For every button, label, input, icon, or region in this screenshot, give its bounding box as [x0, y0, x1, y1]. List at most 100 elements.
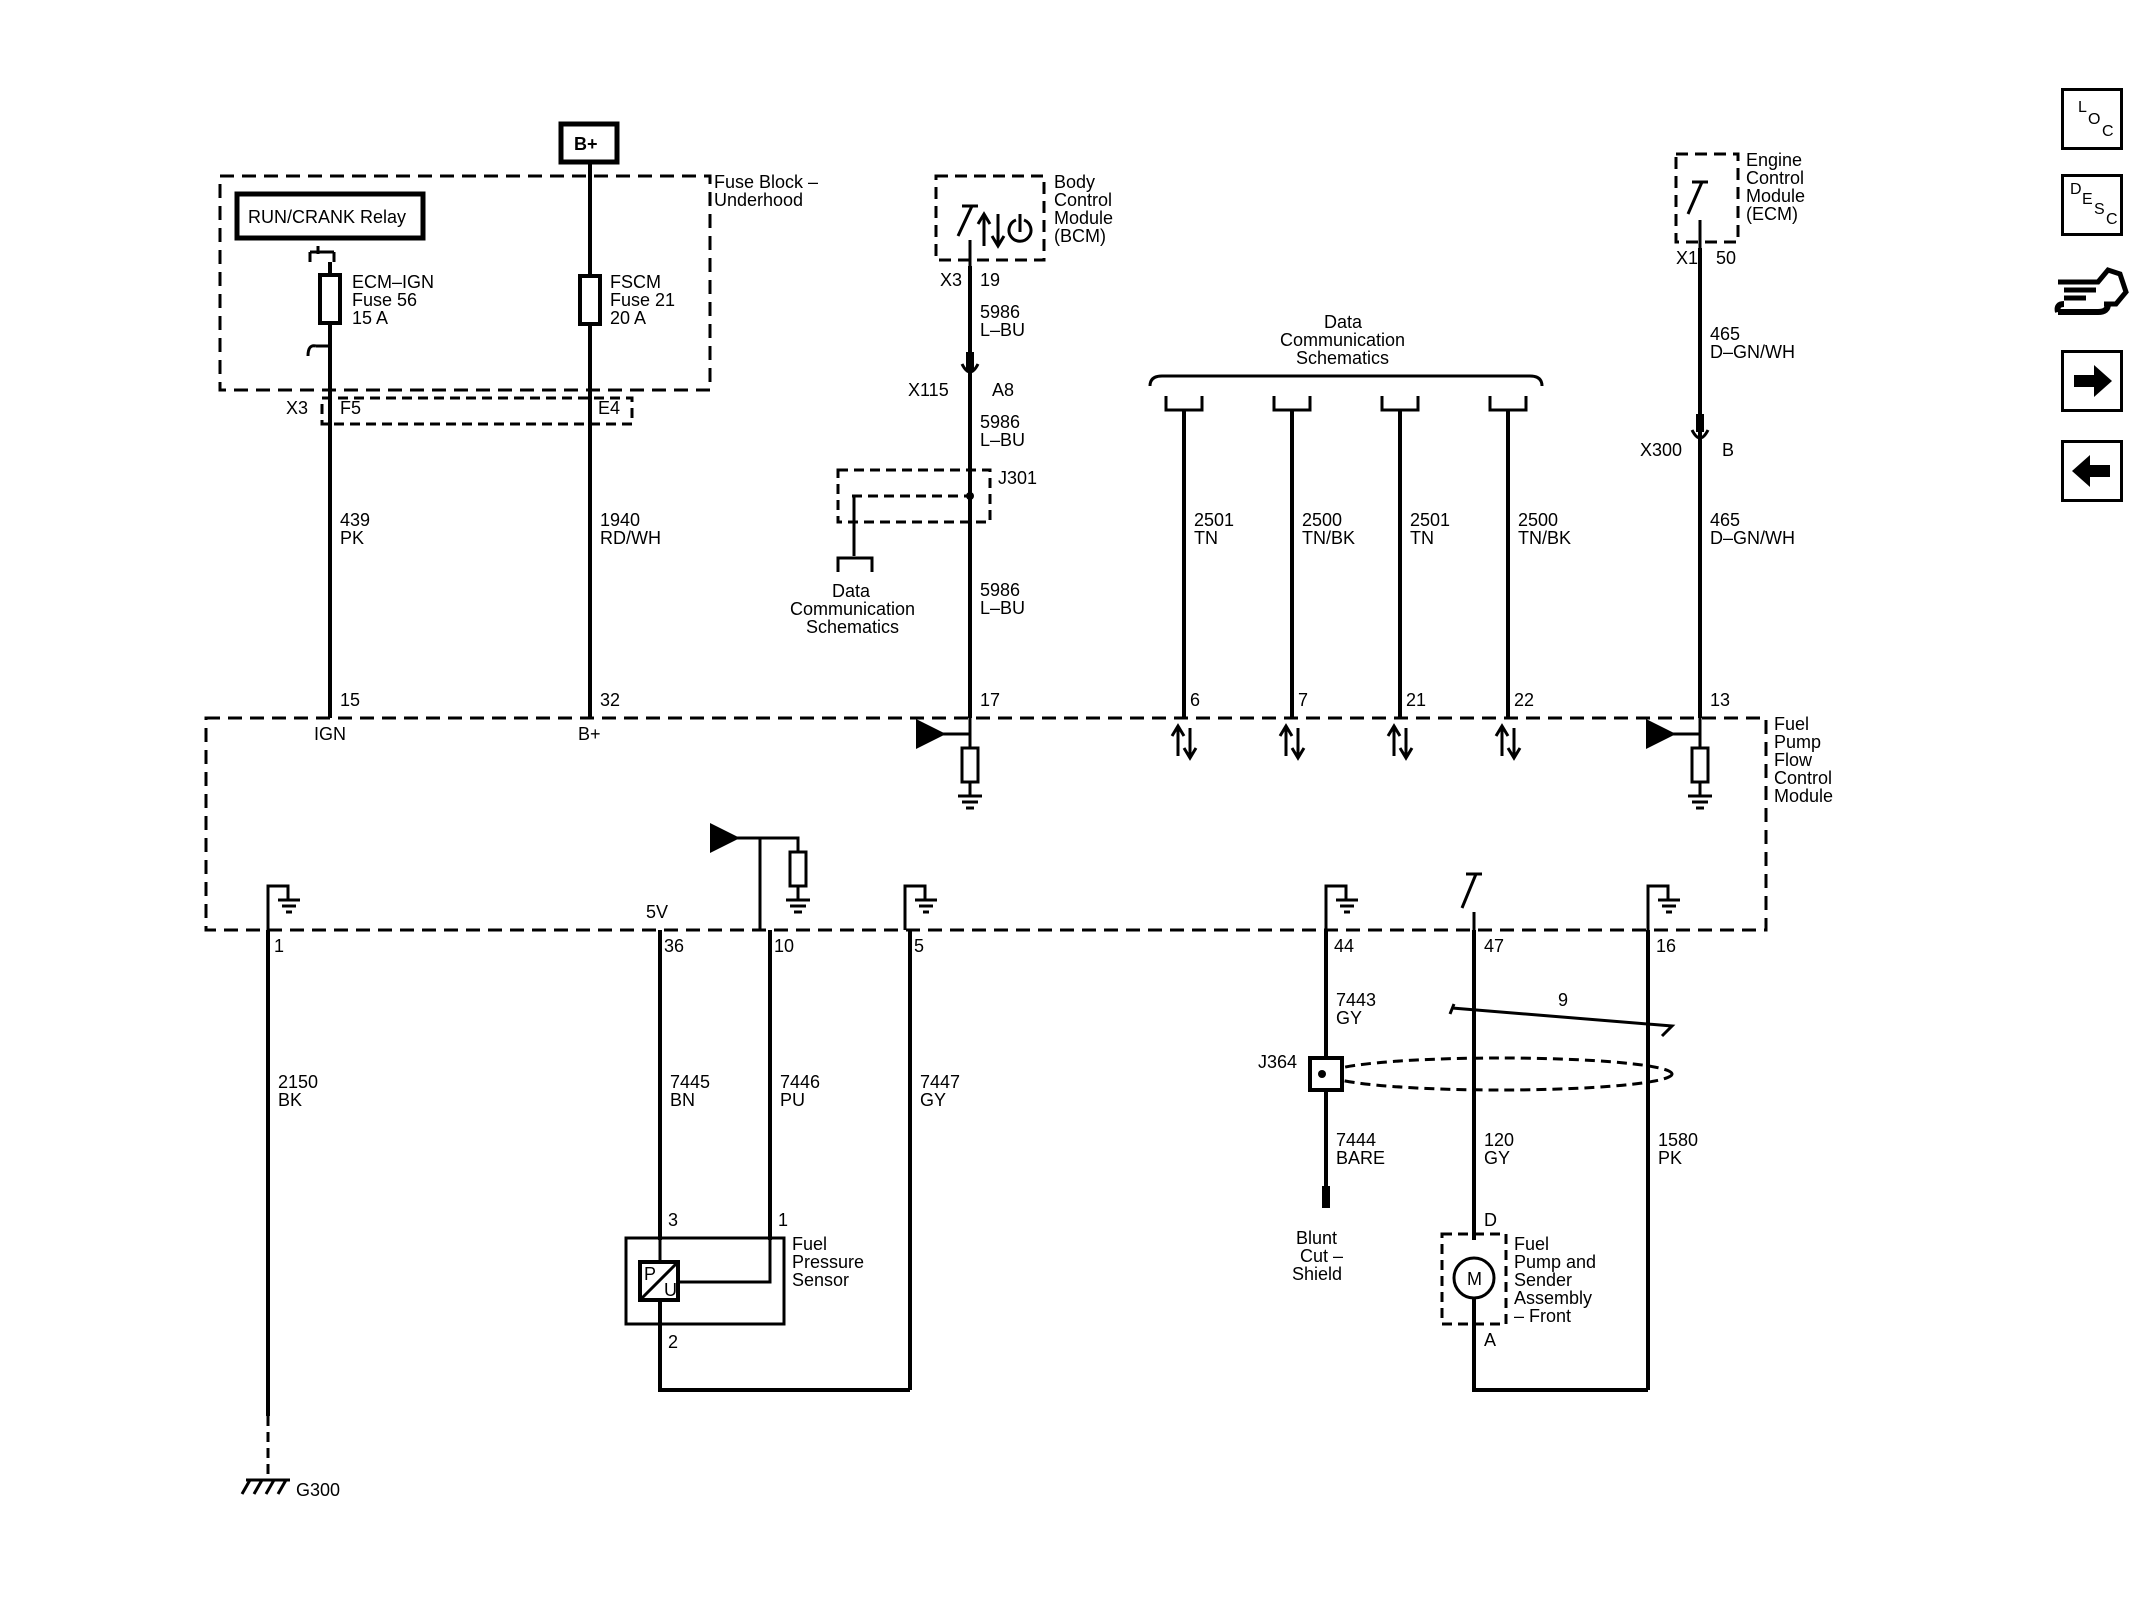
ecm-ign-label-2: Fuse 56	[352, 290, 417, 310]
blunt-cut-1: Blunt	[1296, 1228, 1337, 1248]
data-comm-left-3: Schematics	[806, 617, 899, 637]
fpfcm-label-1: Fuel	[1774, 714, 1809, 734]
pin-1: 1	[274, 936, 284, 956]
bcm-label-2: Control	[1054, 190, 1112, 210]
wire-7446-color: PU	[780, 1090, 805, 1110]
next-page-button[interactable]	[2061, 350, 2123, 412]
twisted-pair-count: 9	[1558, 990, 1568, 1010]
description-button[interactable]: D E S C	[2061, 174, 2123, 236]
bcm-label-1: Body	[1054, 172, 1095, 192]
wire-5986-c-color: L–BU	[980, 598, 1025, 618]
fscm-label-2: Fuse 21	[610, 290, 675, 310]
j301-label: J301	[998, 468, 1037, 488]
data-comm-left-connector	[836, 556, 874, 572]
data-comm-top-1: Data	[1324, 312, 1363, 332]
wire-2500-b-color: TN/BK	[1518, 528, 1571, 548]
fuel-pressure-sensor-1: Fuel	[792, 1234, 827, 1254]
pin-21: 21	[1406, 690, 1426, 710]
wire-2501-b-color: TN	[1410, 528, 1434, 548]
shield-ellipse	[1326, 1056, 1674, 1092]
j364-label: J364	[1258, 1052, 1297, 1072]
fpfcm-label-4: Control	[1774, 768, 1832, 788]
data-comm-bracket	[1148, 374, 1544, 387]
hand-wrench-icon[interactable]	[2054, 262, 2130, 326]
wire-439-num: 439	[340, 510, 370, 530]
wire-2150-color: BK	[278, 1090, 302, 1110]
fuse-block-outline	[218, 174, 712, 392]
wire-5986-b-color: L–BU	[980, 430, 1025, 450]
wire-2501-a-num: 2501	[1194, 510, 1234, 530]
data-comm-left-2: Communication	[790, 599, 915, 619]
pin-15: 15	[340, 690, 360, 710]
previous-page-button[interactable]	[2061, 440, 2123, 502]
pin-5: 5	[914, 936, 924, 956]
x300-label: X300	[1640, 440, 1682, 460]
run-crank-relay-label: RUN/CRANK Relay	[248, 207, 406, 227]
fuel-pressure-sensor-box	[624, 1236, 786, 1326]
wire-2500-a-color: TN/BK	[1302, 528, 1355, 548]
run-crank-relay-box	[234, 191, 426, 241]
motor-m-label: M	[1467, 1269, 1482, 1289]
data-bidirectional-arrows	[1170, 723, 1522, 761]
pin-10: 10	[774, 936, 794, 956]
five-v-label: 5V	[646, 902, 668, 922]
pin17-input-circuit	[916, 718, 982, 810]
ecm-ign-label-1: ECM–IGN	[352, 272, 434, 292]
bcm-label-4: (BCM)	[1054, 226, 1106, 246]
pin-32: 32	[600, 690, 620, 710]
location-button[interactable]: L O C	[2061, 88, 2123, 150]
x300-connector	[1690, 429, 1710, 440]
wire-2501-b-num: 2501	[1410, 510, 1450, 530]
ecm-switch-symbol	[1686, 180, 1708, 248]
wire-465-a-color: D–GN/WH	[1710, 342, 1795, 362]
arrow-left-icon	[2072, 455, 2110, 487]
wire-2500-b-num: 2500	[1518, 510, 1558, 530]
bcm-x3-label: X3	[940, 270, 962, 290]
fpfcm-outline	[204, 716, 1768, 932]
pin-7: 7	[1298, 690, 1308, 710]
wire-465-b-color: D–GN/WH	[1710, 528, 1795, 548]
wire-120-color: GY	[1484, 1148, 1510, 1168]
wire-7445-color: BN	[670, 1090, 695, 1110]
pin13-input-circuit	[1646, 718, 1712, 810]
pin-16: 16	[1656, 936, 1676, 956]
fuel-pump-label-5: – Front	[1514, 1306, 1571, 1326]
a8-label: A8	[992, 380, 1014, 400]
data-comm-top-2: Communication	[1280, 330, 1405, 350]
x115-label: X115	[908, 380, 949, 400]
pin-6: 6	[1190, 690, 1200, 710]
twisted-pair-symbol	[1448, 1003, 1676, 1038]
power-icon	[1007, 214, 1033, 243]
arrow-right-icon	[2074, 365, 2112, 397]
wire-120-num: 120	[1484, 1130, 1514, 1150]
sensor-u-label: U	[664, 1280, 677, 1300]
fuel-pump-label-2: Pump and	[1514, 1252, 1596, 1272]
sensor-p-label: P	[644, 1264, 656, 1284]
fscm-label-1: FSCM	[610, 272, 661, 292]
x3-left-label: X3	[286, 398, 308, 418]
wire-465-a-num: 465	[1710, 324, 1740, 344]
data-comm-top-3: Schematics	[1296, 348, 1389, 368]
wire-7443-color: GY	[1336, 1008, 1362, 1028]
pin-47: 47	[1484, 936, 1504, 956]
wire-7446-num: 7446	[780, 1072, 820, 1092]
ecm-pin-50: 50	[1716, 248, 1736, 268]
fscm-label-3: 20 A	[610, 308, 646, 328]
x3-connector-outline	[320, 396, 634, 426]
g300-label: G300	[296, 1480, 340, 1500]
wire-7447-num: 7447	[920, 1072, 960, 1092]
f5-label: F5	[340, 398, 361, 418]
fuel-pressure-sensor-3: Sensor	[792, 1270, 849, 1290]
j301-splice-outline	[836, 468, 992, 524]
bcm-outline	[934, 174, 1046, 262]
ecm-label-1: Engine	[1746, 150, 1802, 170]
wire-1940-color: RD/WH	[600, 528, 661, 548]
ecm-label-3: Module	[1746, 186, 1805, 206]
bcm-label-3: Module	[1054, 208, 1113, 228]
pin-44: 44	[1334, 936, 1354, 956]
wire-1580-color: PK	[1658, 1148, 1682, 1168]
blunt-cut-3: Shield	[1292, 1264, 1342, 1284]
ecm-x1-label: X1	[1676, 248, 1698, 268]
fpfcm-label-5: Module	[1774, 786, 1833, 806]
